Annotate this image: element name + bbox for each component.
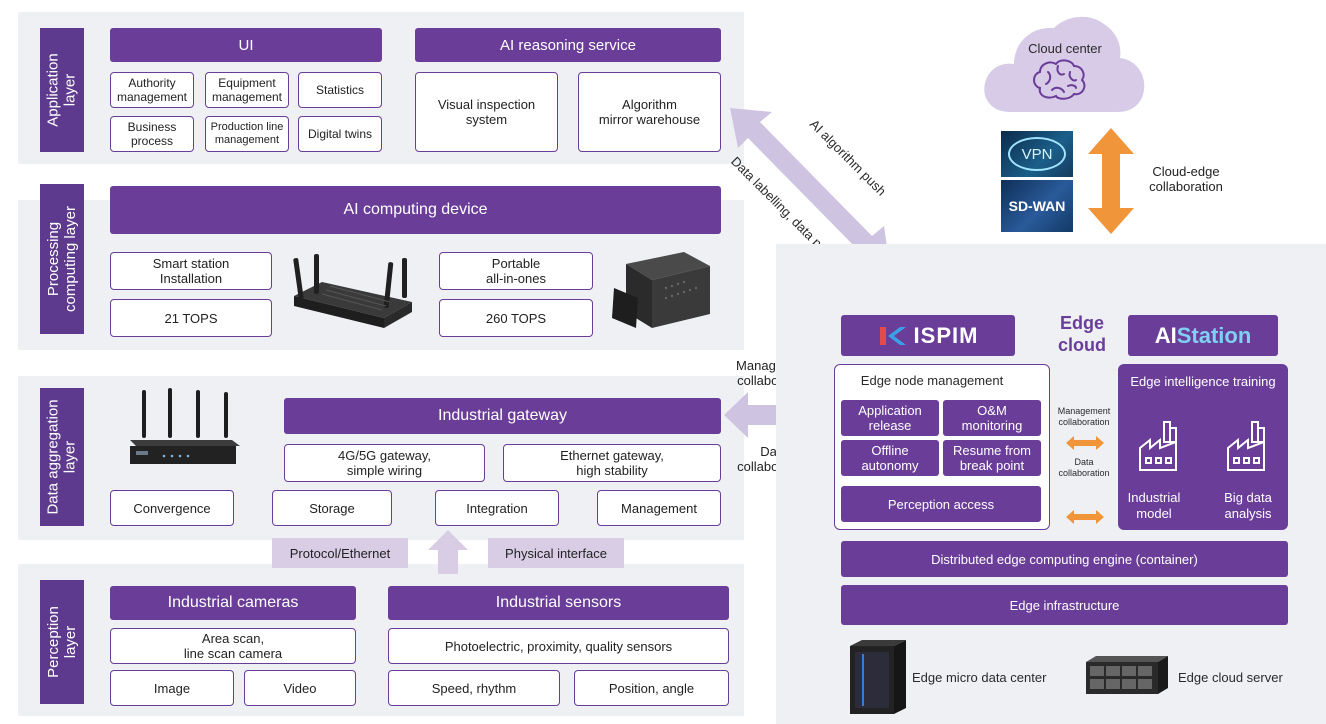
ai-reasoning-header: AI reasoning service	[415, 28, 721, 62]
gateway-4g5g-box: 4G/5G gateway, simple wiring	[284, 444, 485, 482]
portable-tops-box: 260 TOPS	[439, 299, 593, 337]
equipment-management-box: Equipment management	[205, 72, 289, 108]
factory-icon	[1227, 421, 1265, 471]
ui-header: UI	[110, 28, 382, 62]
industrial-cameras-header: Industrial cameras	[110, 586, 356, 620]
algorithm-mirror-box: Algorithm mirror warehouse	[578, 72, 721, 152]
edge-cloud-title: Edge cloud	[1058, 313, 1106, 355]
sensor-types-box: Photoelectric, proximity, quality sensor…	[388, 628, 729, 664]
aggregation-layer-label: Data aggregation layer	[40, 388, 84, 526]
smart-station-box: Smart station Installation	[110, 252, 272, 290]
small-management-collaboration-label: Management collaboration	[1057, 406, 1111, 427]
micro-data-center-image	[850, 640, 906, 714]
vpn-text: VPN	[1021, 145, 1053, 163]
processing-layer-label: Processing computing layer	[40, 184, 84, 334]
cloud-center-shape	[984, 16, 1145, 112]
digital-twins-box: Digital twins	[298, 116, 382, 152]
edge-cloud-server-label: Edge cloud server	[1178, 670, 1283, 685]
authority-management-box: Authority management	[110, 72, 194, 108]
aistation-ai-text: AI	[1154, 323, 1177, 348]
business-process-box: Business process	[110, 116, 194, 152]
area-scan-box: Area scan, line scan camera	[110, 628, 356, 664]
edge-intelligence-training-frame	[1118, 364, 1288, 530]
integration-box: Integration	[435, 490, 559, 526]
edge-micro-data-center-label: Edge micro data center	[912, 670, 1047, 685]
aistation-station-text: Station	[1176, 323, 1252, 348]
aistation-logo: AI Station	[1128, 315, 1278, 356]
factory-icon	[1139, 421, 1177, 471]
perception-access-box: Perception access	[841, 486, 1041, 522]
up-arrow-icon	[428, 530, 468, 574]
video-box: Video	[244, 670, 356, 706]
cloud-center-label: Cloud center	[1028, 41, 1102, 56]
convergence-box: Convergence	[110, 490, 234, 526]
station-tops-box: 21 TOPS	[110, 299, 272, 337]
physical-interface-label: Physical interface	[488, 538, 624, 568]
cloud-edge-orange-arrow	[1088, 128, 1134, 234]
management-box: Management	[597, 490, 721, 526]
ispim-mark-icon	[879, 326, 906, 345]
sdwan-badge: SD-WAN	[1001, 180, 1073, 232]
small-orange-arrow-2	[1066, 510, 1104, 524]
brain-icon	[1033, 59, 1086, 100]
small-data-collaboration-label: Data collaboration	[1058, 457, 1110, 478]
perception-layer-label: Perception layer	[40, 580, 84, 704]
application-layer-label: Application layer	[40, 28, 84, 152]
visual-inspection-box: Visual inspection system	[415, 72, 558, 152]
om-monitoring-box: O&M monitoring	[943, 400, 1041, 436]
big-data-analysis-label: Big data analysis	[1224, 490, 1272, 521]
storage-box: Storage	[272, 490, 392, 526]
diagonal-double-arrow	[730, 108, 890, 268]
protocol-ethernet-label: Protocol/Ethernet	[272, 538, 408, 568]
gateway-ethernet-box: Ethernet gateway, high stability	[503, 444, 721, 482]
resume-break-point-box: Resume from break point	[943, 440, 1041, 476]
portable-box: Portable all-in-ones	[439, 252, 593, 290]
speed-rhythm-box: Speed, rhythm	[388, 670, 560, 706]
offline-autonomy-box: Offline autonomy	[841, 440, 939, 476]
edge-node-management-title: Edge node management	[860, 373, 1004, 388]
ai-computing-header: AI computing device	[110, 186, 721, 234]
application-release-box: Application release	[841, 400, 939, 436]
position-angle-box: Position, angle	[574, 670, 729, 706]
ispim-logo: ISPIM	[841, 315, 1015, 356]
ispim-text: ISPIM	[913, 323, 979, 348]
industrial-sensors-header: Industrial sensors	[388, 586, 729, 620]
edge-cloud-server-image	[1086, 656, 1168, 694]
edge-infrastructure-bar: Edge infrastructure	[841, 585, 1288, 625]
industrial-gateway-header: Industrial gateway	[284, 398, 721, 434]
edge-intelligence-training-title: Edge intelligence training	[1130, 374, 1276, 389]
industrial-model-label: Industrial model	[1127, 490, 1181, 521]
sdwan-text: SD-WAN	[1008, 198, 1066, 214]
portable-all-in-one-image	[612, 252, 710, 328]
smart-station-device-image	[293, 254, 412, 328]
vpn-badge: VPN	[1001, 131, 1073, 177]
statistics-box: Statistics	[298, 72, 382, 108]
small-orange-arrow-1	[1066, 436, 1104, 450]
production-line-management-box: Production line management	[205, 116, 289, 152]
cloud-edge-collaboration-label: Cloud-edge collaboration	[1149, 164, 1223, 194]
distributed-engine-bar: Distributed edge computing engine (conta…	[841, 541, 1288, 577]
industrial-gateway-device-image	[130, 388, 240, 464]
image-box: Image	[110, 670, 234, 706]
